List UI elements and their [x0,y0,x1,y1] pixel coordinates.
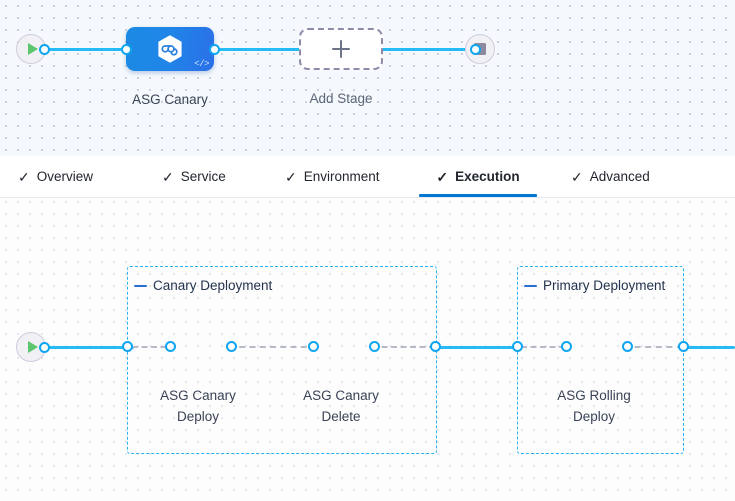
stage-tabbar: ✓ Overview ✓ Service ✓ Environment ✓ Exe… [0,156,735,198]
port-canary-group-out[interactable] [430,340,441,352]
wire-start-to-canary-group [42,346,134,349]
plus-icon [332,40,350,58]
wire-addstage-to-end [381,48,473,51]
wire-canary-out [372,346,435,348]
check-icon: ✓ [436,168,449,185]
tab-label: Service [180,169,226,184]
port-end-in[interactable] [470,43,481,55]
tab-label: Execution [455,169,520,184]
port-canary-delete-in[interactable] [308,340,319,352]
port-canary-group-in[interactable] [122,340,133,352]
port-exec-start-out[interactable] [39,341,50,353]
wire-stage-to-addstage [215,48,303,51]
stage-canvas[interactable]: </> ASG Canary Add Stage [0,0,735,156]
wire-start-to-stage [42,48,134,51]
step-group-title-canary: Canary Deployment [134,278,272,293]
check-icon: ✓ [285,168,297,185]
play-icon [27,43,38,55]
step-label-asg-canary-deploy: ASG Canary Deploy [133,385,263,427]
tab-label: Environment [303,169,380,184]
minus-icon[interactable] [134,284,147,287]
stage-node-asg-canary[interactable]: </> [126,27,214,71]
port-canary-delete-out[interactable] [369,340,380,352]
add-stage-label: Add Stage [309,91,373,106]
wire-primary-in [521,346,565,348]
tab-label: Overview [36,169,93,184]
port-stage-in[interactable] [121,43,132,55]
minus-icon[interactable] [524,284,537,287]
port-primary-group-out[interactable] [678,340,689,352]
port-start-out[interactable] [39,43,50,55]
wire-primary-to-right [684,346,735,349]
harness-hexagon-icon [158,35,182,63]
pipeline-start-node[interactable] [16,34,46,64]
step-group-title-primary: Primary Deployment [524,278,665,293]
port-rolling-deploy-out[interactable] [622,340,633,352]
tab-advanced[interactable]: ✓ Advanced [569,156,652,197]
port-rolling-deploy-in[interactable] [561,340,572,352]
tab-overview[interactable]: ✓ Overview [16,156,95,197]
port-canary-deploy-out[interactable] [226,340,237,352]
step-label-asg-rolling-deploy: ASG Rolling Deploy [529,385,659,427]
group-title-text: Canary Deployment [153,278,273,293]
step-label-line1: ASG Canary [160,388,236,403]
port-stage-out[interactable] [209,43,220,55]
step-group-primary-deployment[interactable] [517,266,684,454]
wire-canary-mid [229,346,317,348]
wire-canary-in [132,346,176,348]
check-icon: ✓ [162,168,174,185]
tab-service[interactable]: ✓ Service [160,156,228,197]
add-stage-button[interactable] [299,28,383,70]
step-label-line2: Deploy [176,409,220,424]
step-label-line2: Delete [321,409,361,424]
wire-canary-to-primary [436,346,522,349]
step-label-line1: ASG Rolling [557,388,631,403]
step-group-canary-deployment[interactable] [127,266,437,454]
step-label-line2: Deploy [572,409,616,424]
execution-canvas[interactable]: Canary Deployment </> [0,198,735,501]
step-label-asg-canary-delete: ASG Canary Delete [276,385,406,427]
check-icon: ✓ [18,168,30,185]
tab-environment[interactable]: ✓ Environment [283,156,382,197]
code-badge: </> [194,59,209,69]
group-title-text: Primary Deployment [543,278,666,293]
step-label-line1: ASG Canary [303,388,379,403]
stage-label-asg-canary: ASG Canary [132,92,208,107]
tab-execution[interactable]: ✓ Execution [419,156,537,197]
port-primary-group-in[interactable] [512,340,523,352]
check-icon: ✓ [571,168,583,185]
port-canary-deploy-in[interactable] [165,340,176,352]
tab-label: Advanced [589,169,650,184]
play-icon [27,341,38,353]
wire-primary-out [624,346,683,348]
